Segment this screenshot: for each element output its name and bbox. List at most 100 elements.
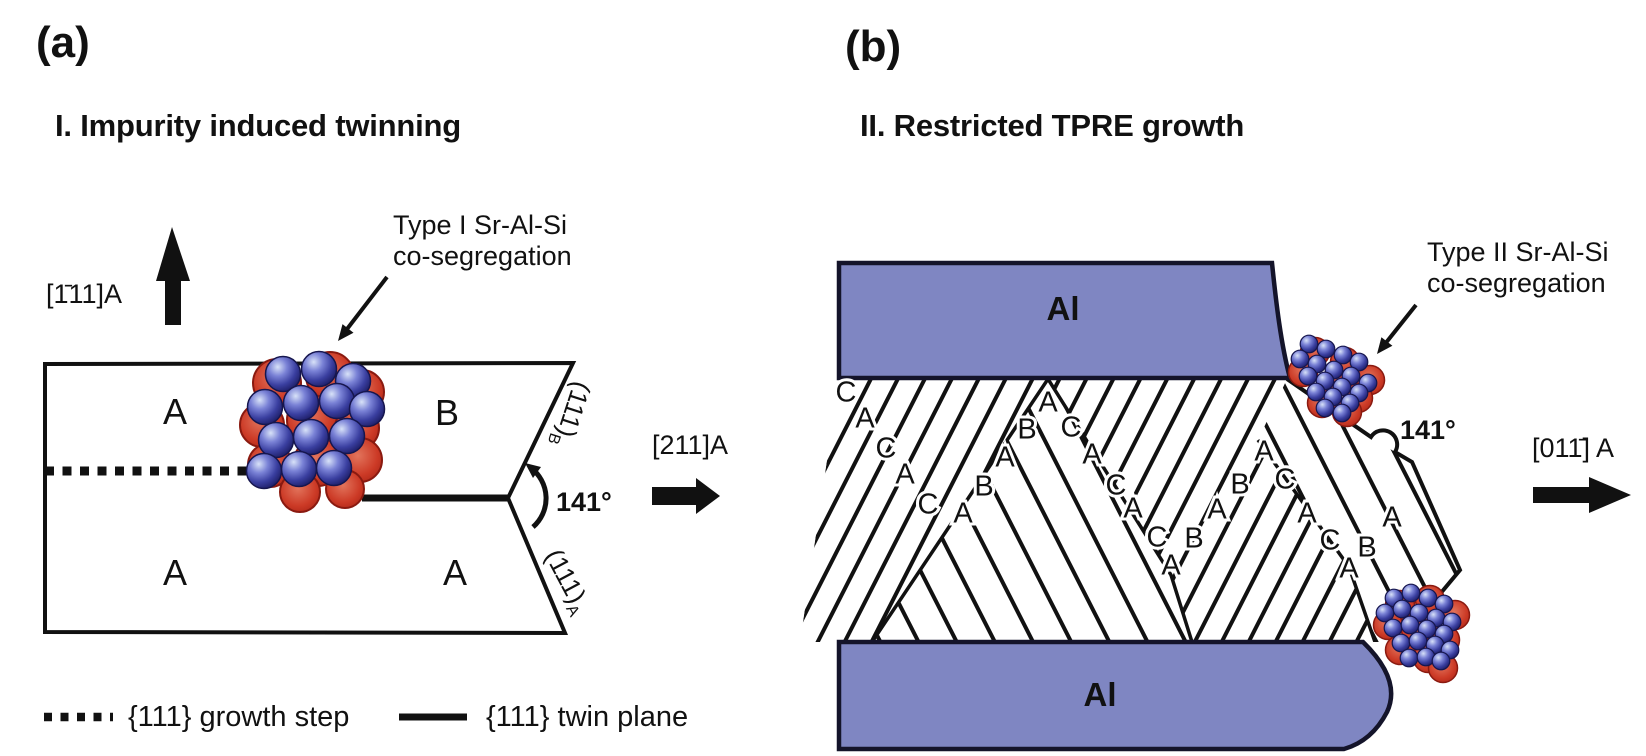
- direction-label-011A: [011̄] A: [1532, 433, 1615, 463]
- legend-growth-step-label: {111} growth step: [128, 701, 350, 733]
- atom-sphere: [348, 390, 386, 428]
- stacking-letter-C: C: [1106, 469, 1127, 501]
- atom-sphere: [1399, 648, 1419, 668]
- twin-domain-2: [874, 379, 1192, 642]
- sphere-group-b-top: [1290, 334, 1378, 423]
- annotation-type2-line2: co-segregation: [1427, 268, 1606, 298]
- annotation-arrow-b: [1377, 303, 1418, 354]
- atom-sphere: [1401, 583, 1421, 603]
- atom-sphere: [1349, 352, 1369, 372]
- stacking-letter-B: B: [435, 392, 459, 433]
- stacking-letter-C: C: [1275, 463, 1296, 495]
- panel-b-tag: (b): [845, 22, 902, 71]
- atom-sphere: [1333, 345, 1353, 365]
- twin-domain-1: [800, 379, 1048, 642]
- stacking-letter-A: A: [1297, 497, 1317, 529]
- annotation-type1-line1: Type I Sr-Al-Si: [393, 210, 568, 240]
- atom-sphere: [1400, 615, 1420, 635]
- angle-arc-arrowhead: [525, 463, 541, 478]
- angle-label-a: 141°: [556, 487, 612, 517]
- atom-sphere: [318, 382, 356, 420]
- stacking-letter-B: B: [1357, 531, 1376, 563]
- right-arrow-b: [1533, 477, 1631, 513]
- atom-sphere: [1434, 594, 1454, 614]
- annotation-type2: Type II Sr-Al-Si co-segregation: [1427, 237, 1609, 299]
- atom-sphere: [300, 350, 338, 388]
- stacking-letter-B: B: [1017, 413, 1036, 445]
- co-segregation-cluster-b-bottom: [1372, 583, 1471, 684]
- panel-a-tag: (a): [36, 18, 90, 67]
- right-arrow-a: [652, 478, 720, 514]
- stacking-letter-A: A: [1254, 435, 1274, 467]
- atom-sphere: [245, 452, 283, 490]
- al-bottom-label: Al: [1083, 676, 1117, 713]
- angle-arc: [529, 466, 549, 529]
- stacking-letter-C: C: [1061, 411, 1082, 443]
- atom-sphere: [1316, 339, 1336, 359]
- angle-label-b: 141°: [1400, 415, 1456, 445]
- co-segregation-cluster-a: [239, 350, 386, 513]
- stacking-letter-C: C: [1320, 524, 1341, 556]
- twin-boundary-2: [1046, 379, 1194, 642]
- annotation-type1: Type I Sr-Al-Si co-segregation: [393, 210, 572, 272]
- atom-sphere: [1315, 398, 1335, 418]
- legend-twin-plane-label: {111} twin plane: [486, 701, 689, 733]
- stacking-letter-C: C: [836, 376, 857, 408]
- stacking-letter-B: B: [974, 470, 993, 502]
- annotation-type1-line2: co-segregation: [393, 241, 572, 271]
- stacking-letter-C: C: [918, 488, 939, 520]
- atom-sphere: [1431, 651, 1451, 671]
- annotation-type2-line1: Type II Sr-Al-Si: [1427, 237, 1609, 267]
- atom-sphere: [246, 388, 284, 426]
- sphere-group-a: [245, 350, 386, 490]
- stacking-letter-A: A: [1339, 552, 1359, 584]
- co-segregation-cluster-b-top: [1287, 334, 1386, 428]
- panel-b-heading: II. Restricted TPRE growth: [860, 108, 1245, 143]
- stacking-letter-A: A: [1161, 549, 1181, 581]
- atom-sphere: [1332, 403, 1352, 423]
- direction-label-211A: [211]A: [652, 430, 729, 460]
- atom-sphere: [280, 450, 318, 488]
- stacking-letter-A: A: [163, 391, 187, 432]
- stacking-letter-A: A: [855, 402, 875, 434]
- direction-label-111A: [1̄11]A: [46, 279, 123, 309]
- crystal-region-labels: A B A A: [160, 388, 470, 596]
- atom-sphere: [1298, 366, 1318, 386]
- stacking-letter-A: A: [1123, 492, 1143, 524]
- al-block-bottom: [836, 639, 1394, 752]
- twin-boundary-1: [870, 379, 1050, 642]
- silicon-lamellae: [800, 379, 1460, 642]
- atom-sphere: [1408, 631, 1428, 651]
- stacking-letter-A: A: [1038, 386, 1058, 418]
- atom-sphere: [292, 418, 330, 456]
- atom-sphere: [1306, 382, 1326, 402]
- stacking-letter-B: B: [1184, 522, 1203, 554]
- stacking-letter-A: A: [1382, 501, 1402, 533]
- twin-domain-3: [1048, 379, 1375, 642]
- atom-sphere: [328, 417, 366, 455]
- atom-sphere: [282, 384, 320, 422]
- twin-boundary-3: [1256, 438, 1377, 642]
- atom-sphere: [257, 421, 295, 459]
- stacking-letter-A: A: [1207, 493, 1227, 525]
- up-arrow: [156, 227, 190, 325]
- atom-sphere: [1392, 599, 1412, 619]
- stacking-letter-A: A: [1082, 438, 1102, 470]
- atom-sphere: [264, 355, 302, 393]
- stacking-letter-A: A: [443, 552, 467, 593]
- silicon-faceted-edge: [1285, 377, 1463, 644]
- stacking-letter-C: C: [1147, 521, 1168, 553]
- stacking-letter-A: A: [995, 441, 1015, 473]
- sphere-group-b-bottom: [1375, 583, 1462, 671]
- atom-sphere: [1299, 334, 1319, 354]
- stacking-letter-A: A: [895, 458, 915, 490]
- stacking-letter-B: B: [1230, 468, 1249, 500]
- annotation-arrow-a: [338, 275, 389, 341]
- stacking-letter-A: A: [163, 552, 187, 593]
- atom-sphere: [1290, 349, 1310, 369]
- al-top-label: Al: [1046, 290, 1080, 327]
- stacking-letter-C: C: [876, 432, 897, 464]
